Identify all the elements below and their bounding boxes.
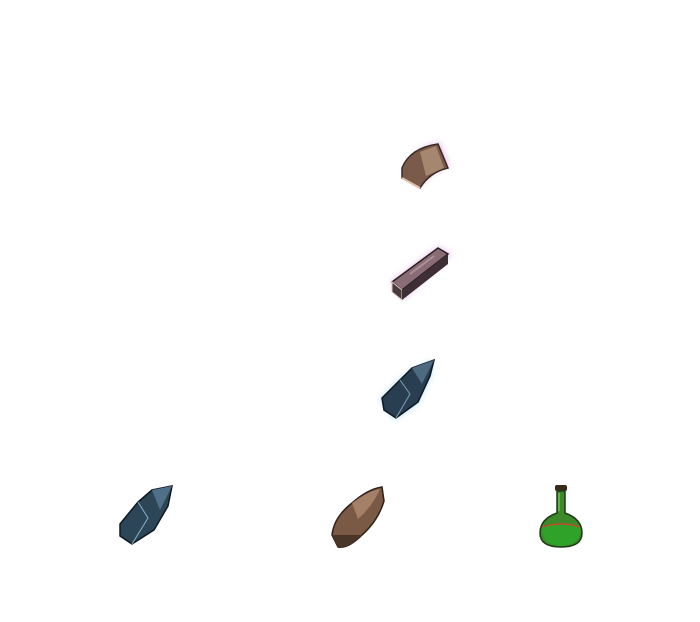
dark-ore-icon[interactable] <box>110 480 180 550</box>
blue-ore-icon[interactable] <box>374 354 444 424</box>
brown-stone-icon[interactable] <box>322 481 392 551</box>
green-potion-icon[interactable] <box>526 481 596 551</box>
metal-ingot-icon[interactable] <box>386 238 456 308</box>
metal-plate-icon[interactable] <box>390 132 460 202</box>
